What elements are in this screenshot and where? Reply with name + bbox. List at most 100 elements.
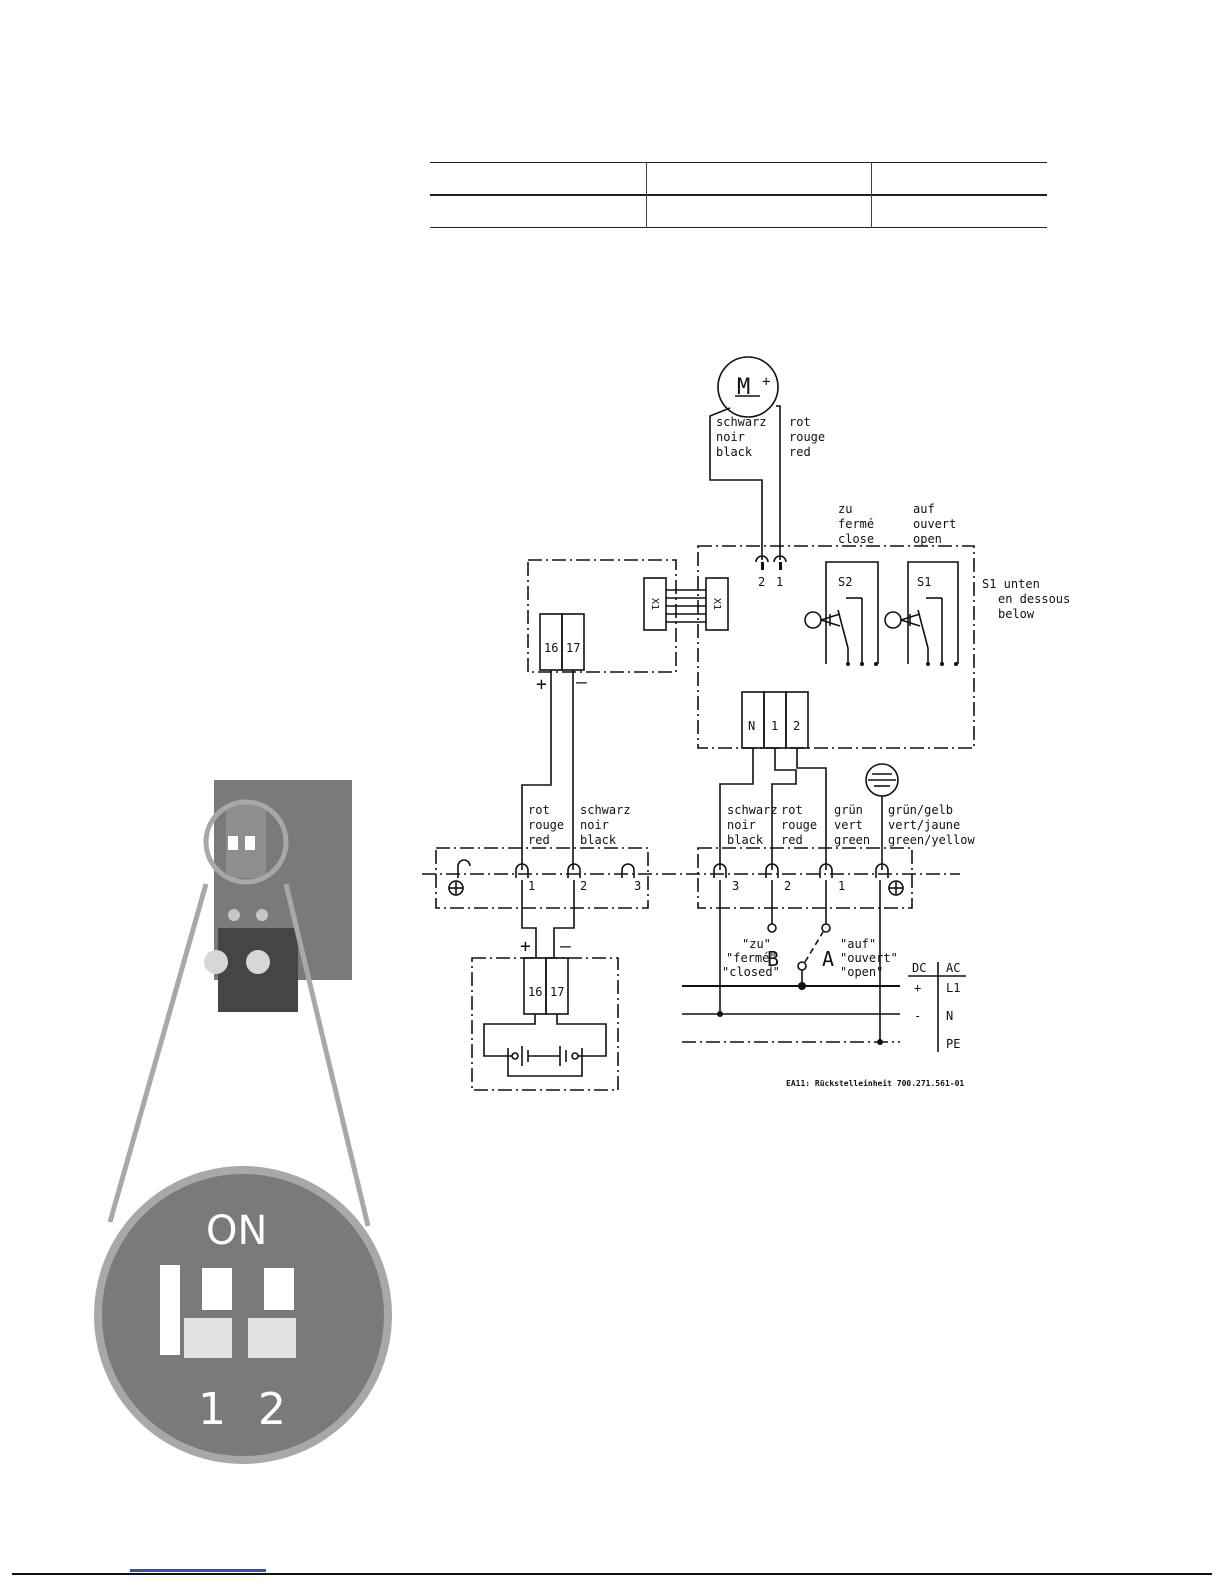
dip-number-2: 2 [258, 1384, 286, 1435]
label-terminal-right-1: 1 [838, 879, 845, 893]
label-rot-left-fr: rouge [528, 818, 564, 832]
label-terminal-left-1: 1 [528, 879, 535, 893]
label-s1-note-de: S1 unten [982, 577, 1040, 591]
dip-on-label: ON [206, 1208, 267, 1254]
spec-table [430, 162, 1047, 228]
label-terminal-right-2: 2 [784, 879, 791, 893]
motor-letter: M [737, 375, 750, 400]
switch-s2-roller [804, 611, 822, 629]
table-top-rule [430, 162, 1047, 163]
label-terminal-n: N [748, 719, 755, 733]
label-terminal-left-3: 3 [634, 879, 641, 893]
label-s1-note-fr: en dessous [998, 592, 1070, 606]
label-schwarz-left-en: black [580, 833, 617, 847]
label-battery-minus: – [560, 936, 571, 957]
label-dc: DC [912, 961, 926, 975]
label-closed-de: "zu" [742, 937, 771, 951]
label-motor-black-en: black [716, 445, 753, 459]
label-open-de: "auf" [840, 937, 876, 951]
wire-motor-red [776, 405, 781, 560]
label-s2: S2 [838, 575, 852, 589]
label-zu-en: close [838, 532, 874, 546]
label-n: N [946, 1009, 953, 1023]
label-auf-fr: ouvert [913, 517, 956, 531]
label-schwarz-right-fr: noir [727, 818, 756, 832]
motor-symbol [717, 356, 779, 418]
switch-a [804, 931, 824, 963]
terminal-strip-right [697, 847, 913, 909]
label-gruen-fr: vert [834, 818, 863, 832]
label-terminal-16: 16 [544, 641, 558, 655]
label-dc-plus: + [914, 981, 921, 995]
label-schwarz-right-de: schwarz [727, 803, 778, 817]
motor-plug-1 [773, 555, 787, 563]
label-s1-note-en: below [998, 607, 1035, 621]
label-gruengelb-fr: vert/jaune [888, 818, 960, 832]
label-schwarz-right-en: black [727, 833, 764, 847]
label-s1: S1 [917, 575, 931, 589]
label-plug-1: 1 [776, 575, 783, 589]
label-dc-minus: - [914, 1009, 921, 1023]
footer-rule [12, 1573, 1212, 1575]
label-motor-red-de: rot [789, 415, 811, 429]
table-col-divider [646, 162, 647, 228]
wire-battery-plus [521, 880, 537, 958]
wire-motor-black [709, 407, 763, 560]
label-motor-black-fr: noir [716, 430, 745, 444]
dip-zoom-ring-small [203, 799, 289, 885]
label-open-fr: "ouvert" [840, 951, 898, 965]
label-switch-b: B [767, 947, 779, 971]
label-ac: AC [946, 961, 960, 975]
dip-number-1: 1 [198, 1384, 226, 1435]
label-rot-right-en: red [781, 833, 803, 847]
table-header-rule [430, 194, 1047, 196]
label-x1-b: X1 [711, 598, 722, 610]
label-schwarz-left-fr: noir [580, 818, 609, 832]
label-switch-a: A [822, 947, 834, 971]
label-terminal-left-2: 2 [580, 879, 587, 893]
terminal-strip-left [435, 847, 649, 909]
label-terminal-17: 17 [566, 641, 580, 655]
label-gruen-en: green [834, 833, 870, 847]
wire-black-right [719, 748, 754, 870]
wire-plus-red [521, 670, 552, 870]
motor-plus: + [762, 374, 770, 390]
label-schwarz-left-de: schwarz [580, 803, 631, 817]
label-motor-black-de: schwarz [716, 415, 767, 429]
x1-connector-b [705, 577, 729, 631]
label-control-minus: – [576, 672, 587, 693]
label-pe: PE [946, 1037, 960, 1051]
wire-battery-minus [553, 880, 575, 958]
actuator-enclosure [697, 545, 975, 749]
label-control-plus: + [536, 674, 547, 695]
x1-connector-a [643, 577, 667, 631]
switch-s1-frame [907, 561, 959, 664]
dip-zoom-ring-large [94, 1166, 392, 1464]
table-bottom-rule [430, 227, 1047, 228]
label-battery-17: 17 [550, 985, 564, 999]
label-zu-de: zu [838, 502, 852, 516]
label-rot-right-fr: rouge [781, 818, 817, 832]
label-rot-right-de: rot [781, 803, 803, 817]
label-gruengelb-de: grün/gelb [888, 803, 953, 817]
label-rot-left-de: rot [528, 803, 550, 817]
label-battery-plus: + [520, 936, 531, 957]
dip-switch-photo: ON 1 2 [94, 780, 392, 1464]
label-x1-a: X1 [649, 598, 660, 610]
label-motor-red-fr: rouge [789, 430, 825, 444]
label-rot-left-en: red [528, 833, 550, 847]
label-auf-en: open [913, 532, 942, 546]
label-l1: L1 [946, 981, 960, 995]
label-terminal-right-3: 3 [732, 879, 739, 893]
label-terminal-1: 1 [771, 719, 778, 733]
label-terminal-2: 2 [793, 719, 800, 733]
label-motor-red-en: red [789, 445, 811, 459]
table-col-divider [871, 162, 872, 228]
footer-link-underline[interactable] [130, 1569, 266, 1572]
switch-s2-frame [825, 561, 879, 664]
motor-plug-2 [755, 555, 769, 563]
label-zu-fr: fermé [838, 517, 874, 531]
label-plug-2: 2 [758, 575, 765, 589]
